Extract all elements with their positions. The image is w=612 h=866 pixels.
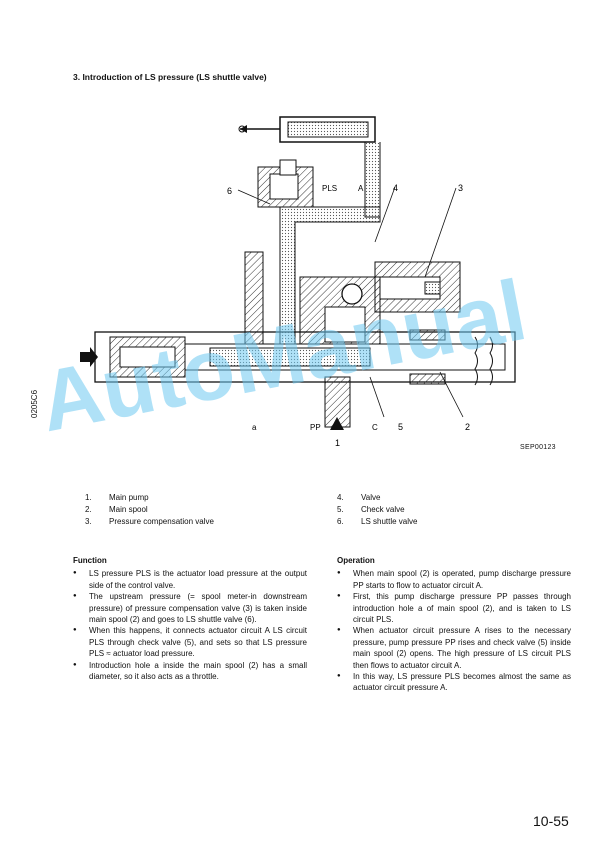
label-a-upper: A <box>358 184 364 193</box>
list-item: When main spool (2) is operated, pump di… <box>337 568 571 591</box>
label-a-lower: a <box>252 423 257 432</box>
part-item: 1.Main pump <box>85 493 149 502</box>
list-item: When actuator circuit pressure A rises t… <box>337 625 571 671</box>
label-pp: PP <box>310 423 321 432</box>
figure-code: SEP00123 <box>520 444 556 451</box>
label-4: 4 <box>393 183 398 193</box>
function-section: Function LS pressure PLS is the actuator… <box>73 555 307 682</box>
list-item: Introduction hole a inside the main spoo… <box>73 660 307 683</box>
part-item: 2.Main spool <box>85 505 148 514</box>
list-item: In this way, LS pressure PLS becomes alm… <box>337 671 571 694</box>
label-1: 1 <box>335 438 340 448</box>
label-5: 5 <box>398 422 403 432</box>
parts-list-right: 4.Valve 5.Check valve 6.LS shuttle valve <box>337 492 417 528</box>
list-item: When this happens, it connects actuator … <box>73 625 307 659</box>
label-c: C <box>372 423 378 432</box>
part-item: 5.Check valve <box>337 505 405 514</box>
parts-list-left: 1.Main pump 2.Main spool 3.Pressure comp… <box>85 492 214 528</box>
ls-shuttle-valve-diagram: PLS A 4 3 6 a PP 1 C 5 2 <box>80 112 520 457</box>
operation-heading: Operation <box>337 556 375 565</box>
list-item: LS pressure PLS is the actuator load pre… <box>73 568 307 591</box>
function-heading: Function <box>73 556 107 565</box>
label-2: 2 <box>465 422 470 432</box>
label-pls: PLS <box>322 184 337 193</box>
label-3: 3 <box>458 183 463 193</box>
part-item: 3.Pressure compensation valve <box>85 517 214 526</box>
side-code: 0205C6 <box>30 389 39 418</box>
page-number: 10-55 <box>533 813 569 829</box>
operation-section: Operation When main spool (2) is operate… <box>337 555 571 694</box>
label-6: 6 <box>227 186 232 196</box>
part-item: 4.Valve <box>337 493 381 502</box>
list-item: The upstream pressure (= spool meter-in … <box>73 591 307 625</box>
part-item: 6.LS shuttle valve <box>337 517 418 526</box>
list-item: First, this pump discharge pressure PP p… <box>337 591 571 625</box>
section-title: 3. Introduction of LS pressure (LS shutt… <box>73 72 267 82</box>
